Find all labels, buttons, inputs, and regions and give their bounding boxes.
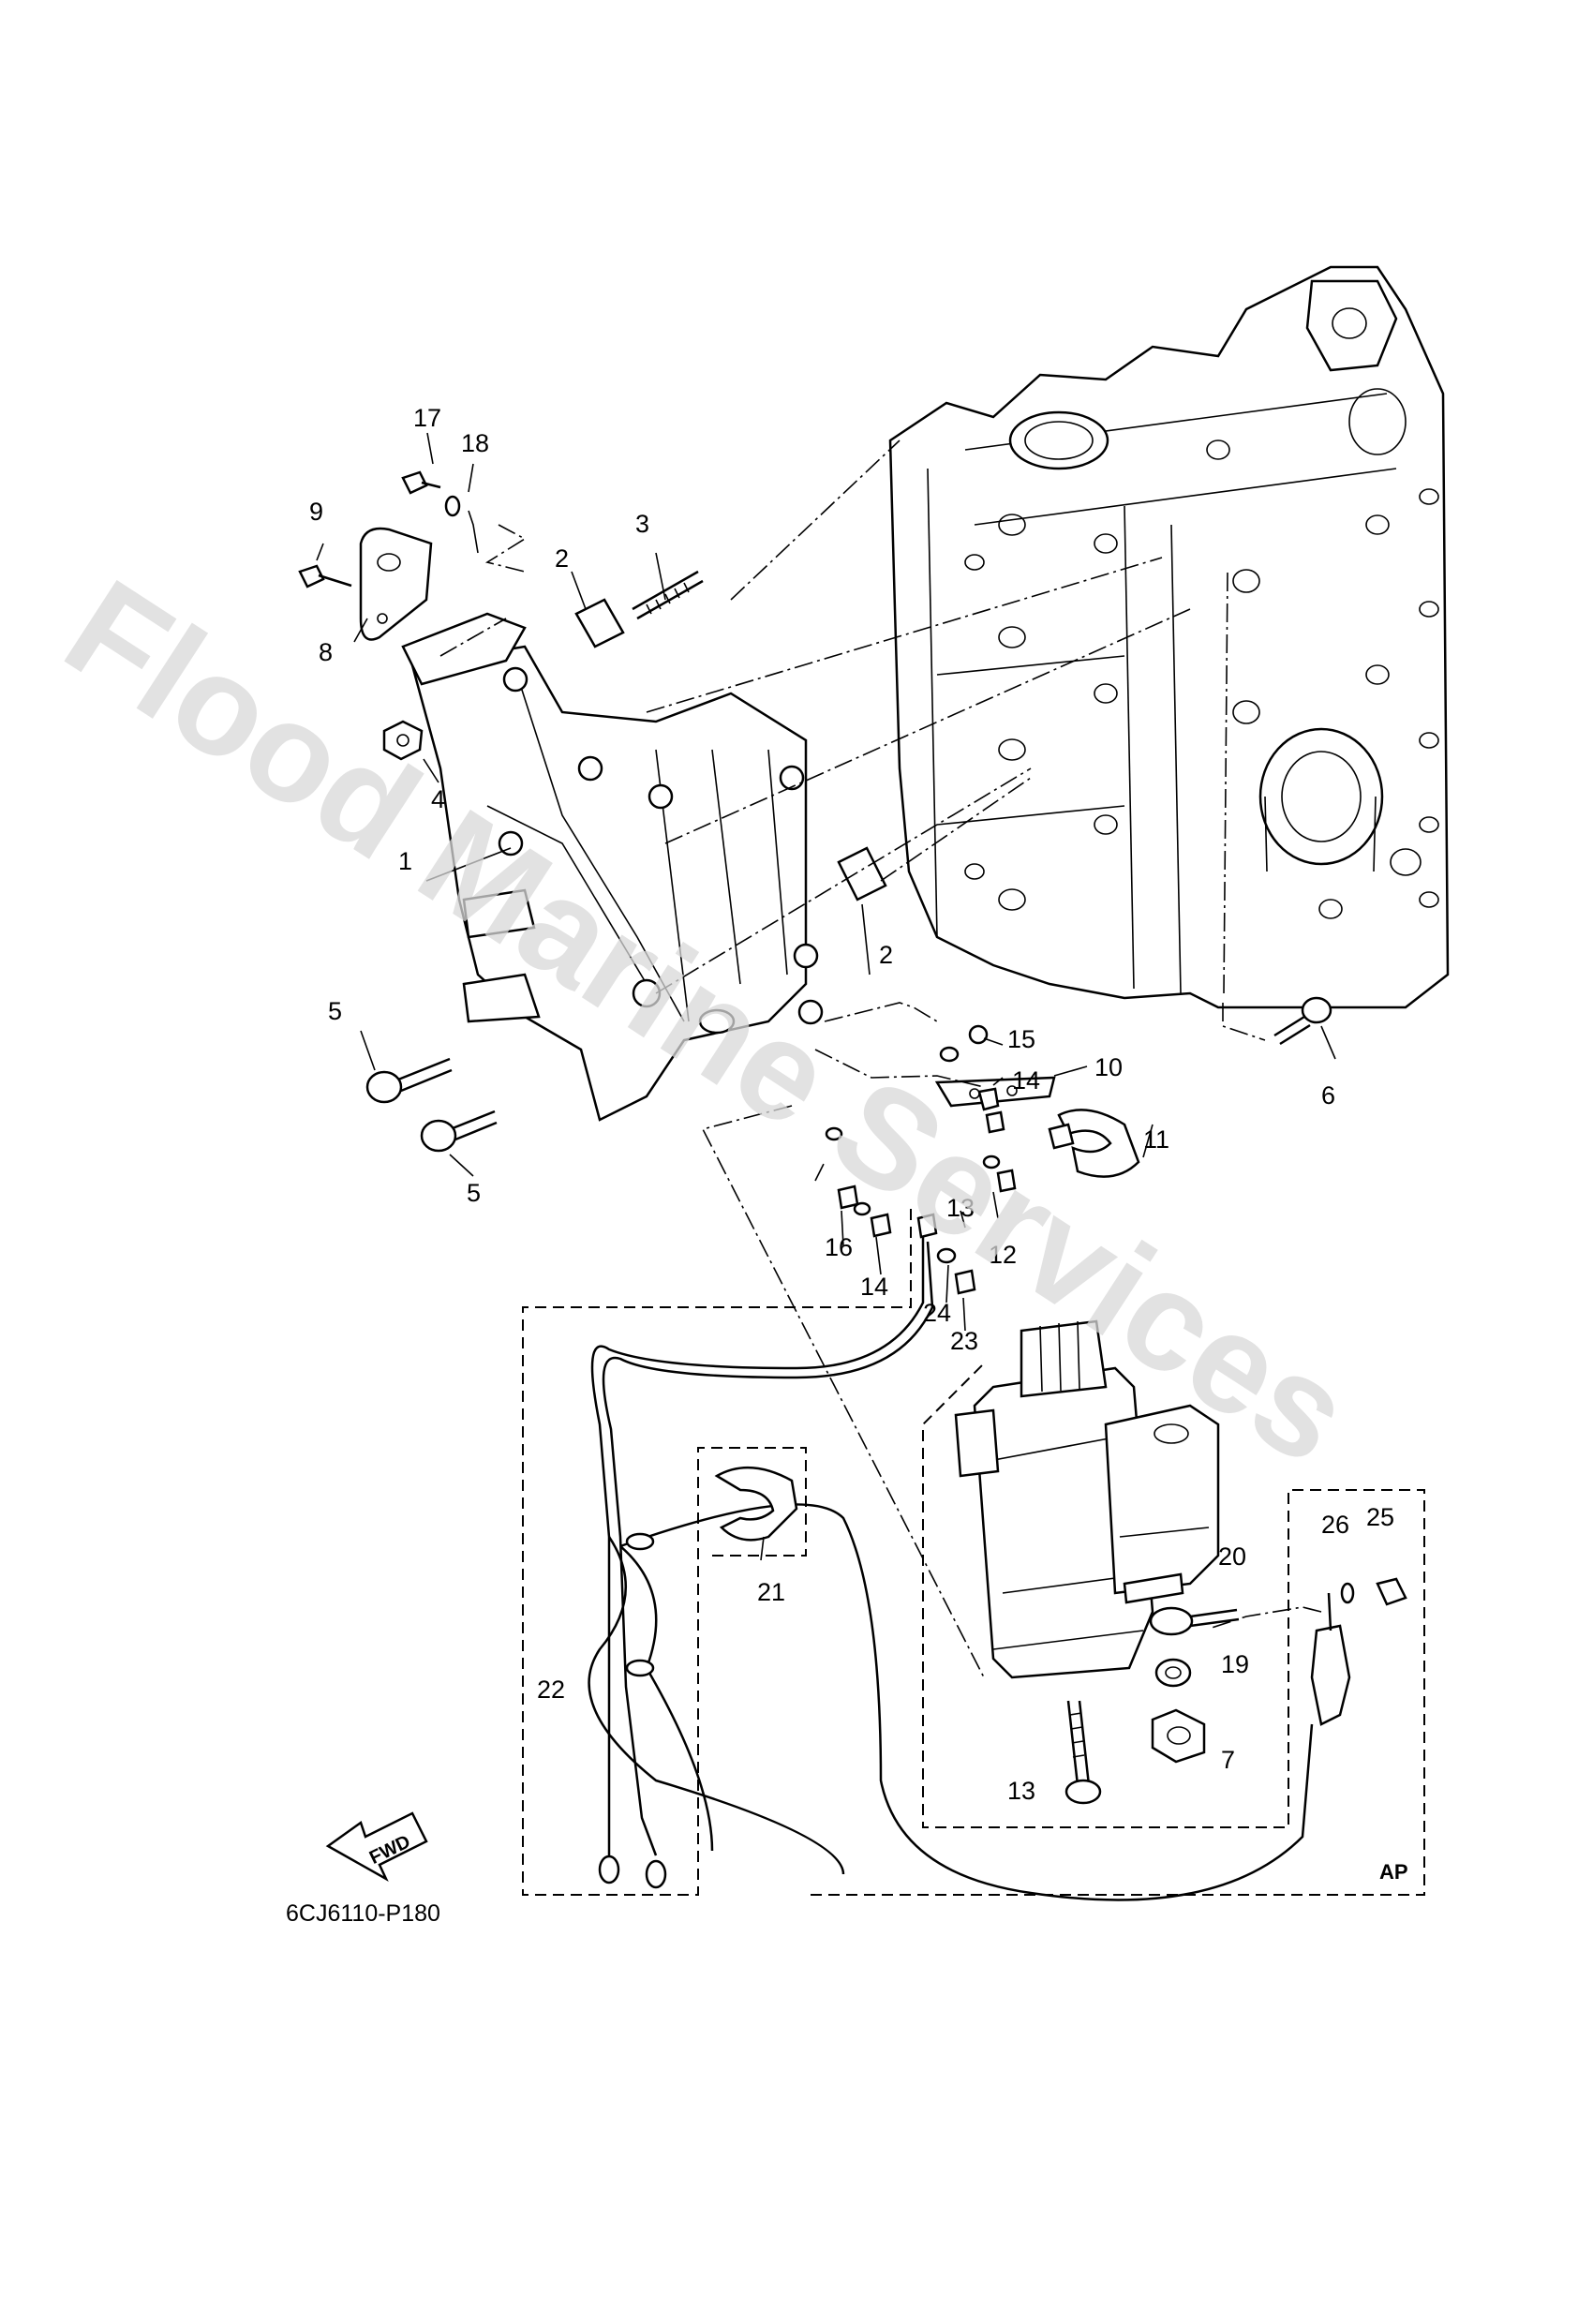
callout-21: 21 — [757, 1578, 785, 1606]
ap-label: AP — [1379, 1860, 1408, 1884]
callout-2-lower: 2 — [879, 941, 893, 969]
plate-part-7 — [359, 527, 433, 641]
drawing-code: 6CJ6110-P180 — [286, 1900, 440, 1927]
callout-8: 9 — [309, 498, 323, 526]
callout-23: 23 — [950, 1327, 978, 1355]
callout-26: 26 — [1321, 1511, 1349, 1539]
terminal-parts-25-26 — [1310, 1577, 1407, 1726]
washer-part-16 — [444, 495, 479, 554]
callout-19: 19 — [1221, 1650, 1249, 1678]
cover-part-20 — [1151, 1708, 1206, 1764]
callout-22: 22 — [537, 1676, 565, 1704]
callout-3: 3 — [635, 510, 649, 538]
callout-25: 25 — [1366, 1503, 1394, 1531]
callout-13-right: 14 — [1012, 1066, 1040, 1095]
callout-20: 7 — [1221, 1746, 1235, 1774]
callout-9: 10 — [1094, 1053, 1123, 1081]
callout-10: 11 — [1143, 1125, 1169, 1154]
bolt-part-5-lower — [420, 1110, 498, 1153]
cap-part-18 — [1149, 1606, 1240, 1636]
group-boxes — [522, 1209, 1425, 1896]
callout-14-left: 16 — [825, 1233, 853, 1261]
callout-13-left: 14 — [860, 1273, 888, 1301]
wire-harness-part-22 — [588, 1237, 1314, 1901]
callout-5-upper: 5 — [328, 997, 342, 1025]
bolt-part-17 — [1064, 1700, 1102, 1805]
callout-24: 24 — [923, 1299, 951, 1327]
starter-motor — [954, 1319, 1220, 1679]
collar-part-2-lower — [837, 846, 887, 901]
engine-block — [888, 265, 1450, 1009]
callout-4: 4 — [431, 785, 445, 813]
callout-7: 8 — [319, 638, 333, 666]
callout-16: 18 — [461, 429, 489, 457]
callout-14-right: 15 — [1007, 1025, 1035, 1053]
collar-part-2-upper — [574, 598, 625, 648]
leader-lines — [316, 432, 1336, 1332]
nut-part-4 — [382, 720, 424, 761]
callout-17: 13 — [1007, 1777, 1035, 1805]
bolt-part-5-upper — [365, 1057, 453, 1104]
alignment-lines — [439, 439, 1322, 1678]
callout-18: 20 — [1218, 1542, 1246, 1571]
nut-part-19 — [1154, 1658, 1192, 1688]
bolt-part-6 — [1273, 996, 1332, 1046]
callout-12: 13 — [946, 1194, 975, 1222]
bolt-part-8 — [298, 564, 352, 588]
callout-11: 12 — [989, 1241, 1017, 1269]
callout-1: 1 — [398, 847, 412, 875]
stud-part-3 — [632, 570, 704, 620]
small-hardware — [825, 1024, 1017, 1295]
callout-15: 17 — [413, 404, 441, 432]
bolt-part-15 — [401, 470, 441, 495]
watermark: Flood Marine Services — [40, 549, 1377, 1494]
clamp-part-21 — [714, 1466, 798, 1561]
part-callouts: 17 18 9 3 2 8 4 1 2 5 15 6 14 10 11 5 13… — [309, 404, 1394, 1805]
callout-5-lower: 5 — [467, 1179, 481, 1207]
fwd-arrow-icon: FWD — [325, 1811, 428, 1883]
callout-2-upper: 2 — [555, 544, 569, 573]
clamp-part-10 — [1048, 1109, 1140, 1178]
callout-6: 6 — [1321, 1081, 1335, 1110]
